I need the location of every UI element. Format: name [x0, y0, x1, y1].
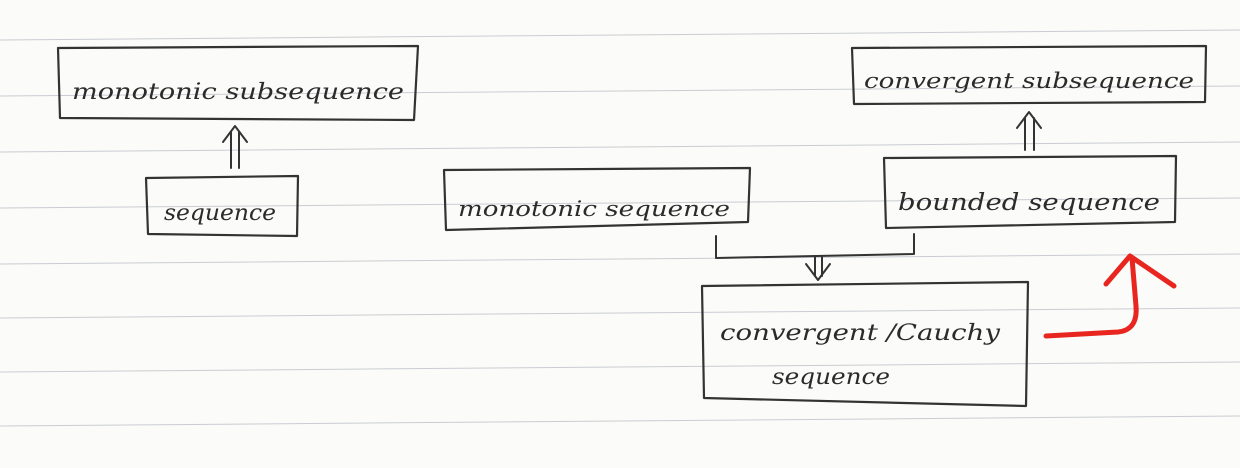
label-sequence: sequence — [164, 201, 276, 226]
label-monotonic-sequence: monotonic sequence — [458, 197, 730, 221]
label-bounded-sequence: bounded sequence — [898, 190, 1160, 216]
red-annotation-arrow — [1043, 253, 1177, 339]
node-convergent-cauchy-sequence: convergent /Cauchy sequence — [700, 280, 1030, 408]
node-sequence: sequence — [144, 174, 300, 238]
node-convergent-subsequence: convergent subsequence — [850, 44, 1208, 106]
implies-arrow-monotonic-bounded-to-convergent — [715, 233, 915, 281]
implies-arrow-bounded-to-convergent-subsequence — [1016, 111, 1042, 151]
ruled-lines — [0, 29, 1240, 427]
label-convergent-cauchy-line1: convergent /Cauchy — [720, 321, 1001, 346]
node-monotonic-subsequence: monotonic subsequence — [56, 44, 420, 122]
implies-arrow-sequence-to-monotonic-subsequence — [222, 125, 248, 169]
label-convergent-cauchy-line2: sequence — [772, 365, 890, 390]
label-convergent-subsequence: convergent subsequence — [864, 69, 1194, 93]
node-bounded-sequence: bounded sequence — [882, 154, 1178, 230]
label-monotonic-subsequence: monotonic subsequence — [72, 80, 404, 105]
node-monotonic-sequence: monotonic sequence — [442, 166, 752, 232]
